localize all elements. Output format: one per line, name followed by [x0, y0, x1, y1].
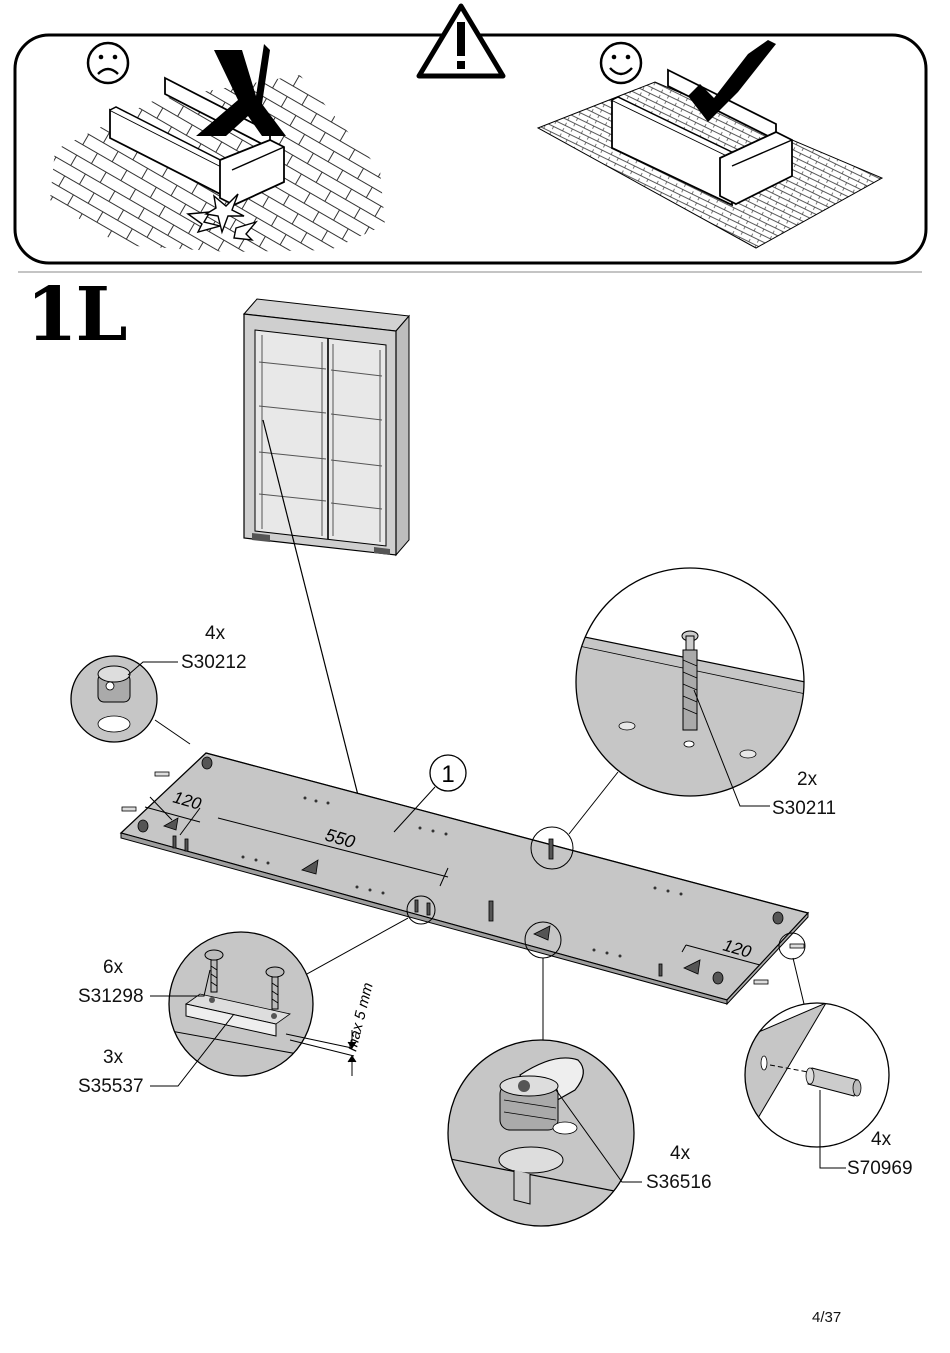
hard-floor-illustration	[50, 44, 385, 252]
detail-circle-screws	[150, 931, 357, 1087]
detail-circle-cam	[447, 1039, 642, 1227]
detail-circle-dowel	[744, 1002, 890, 1169]
code-s70969: S70969	[847, 1158, 913, 1179]
warning-box	[13, 3, 928, 265]
sad-face-icon	[86, 41, 130, 85]
code-s31298: S31298	[78, 986, 144, 1007]
carpet-floor-illustration	[536, 40, 884, 249]
qty-s36516: 4x	[670, 1143, 691, 1164]
smiley-face-icon	[599, 41, 643, 85]
qty-s30212: 4x	[205, 623, 226, 644]
page-number: 4/37	[812, 1309, 842, 1326]
qty-s30211: 2x	[797, 769, 818, 790]
part-number-label: 1	[441, 761, 454, 788]
qty-s31298: 6x	[103, 957, 124, 978]
code-s35537: S35537	[78, 1076, 144, 1097]
dimension-edge-gap: max 5 mm	[343, 981, 376, 1053]
step-number: 1L	[26, 272, 128, 358]
code-s30211: S30211	[772, 798, 837, 819]
main-panel	[119, 752, 810, 1006]
code-s36516: S36516	[646, 1172, 712, 1193]
warning-icon	[416, 3, 506, 79]
detail-circle-s30212	[70, 655, 178, 743]
qty-s70969: 4x	[871, 1129, 892, 1150]
code-s30212: S30212	[181, 652, 247, 673]
detail-circle-s30211	[575, 567, 805, 807]
cabinet-overview-illustration	[242, 298, 411, 816]
qty-s35537: 3x	[103, 1047, 124, 1068]
